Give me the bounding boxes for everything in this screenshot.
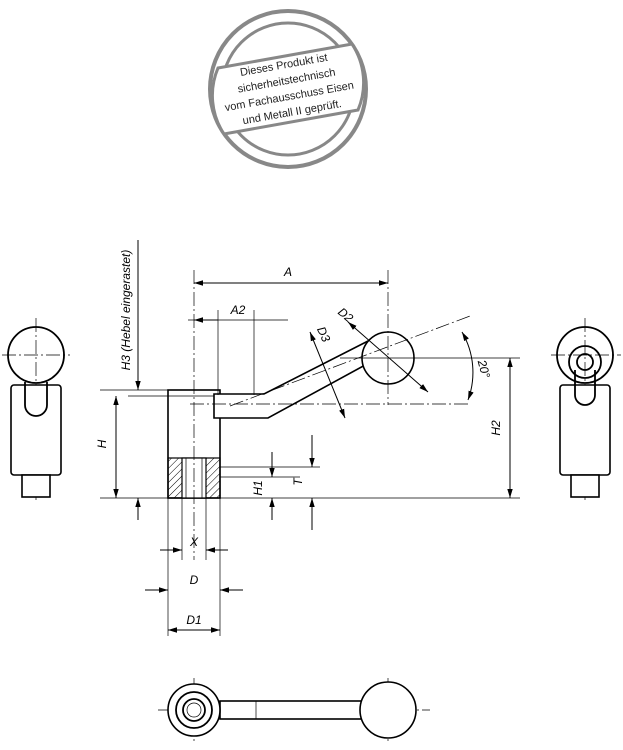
dim-H1: H1 [251, 480, 265, 495]
dim-angle: 20° [474, 357, 493, 379]
dim-D2: D2 [335, 305, 356, 326]
dim-A2: A2 [230, 303, 246, 317]
dim-D1: D1 [186, 613, 201, 627]
left-side-view [2, 318, 70, 500]
dim-H: H [95, 439, 109, 448]
top-view [158, 678, 430, 742]
certification-stamp: Dieses Produkt ist sicherheitstechnisch … [208, 9, 368, 169]
dim-D3: D3 [314, 324, 333, 344]
main-front-view [100, 270, 520, 560]
dim-D: D [190, 573, 199, 587]
dim-X: X [189, 535, 199, 549]
dim-A: A [283, 265, 292, 279]
dimension-lines: A A2 D2 D3 20° H2 H3 (Hebel eingerastet)… [95, 240, 513, 636]
dim-H3: H3 (Hebel eingerastet) [119, 250, 133, 371]
dim-H2: H2 [489, 420, 503, 436]
dim-T: T [291, 477, 305, 486]
right-side-view [551, 318, 621, 500]
